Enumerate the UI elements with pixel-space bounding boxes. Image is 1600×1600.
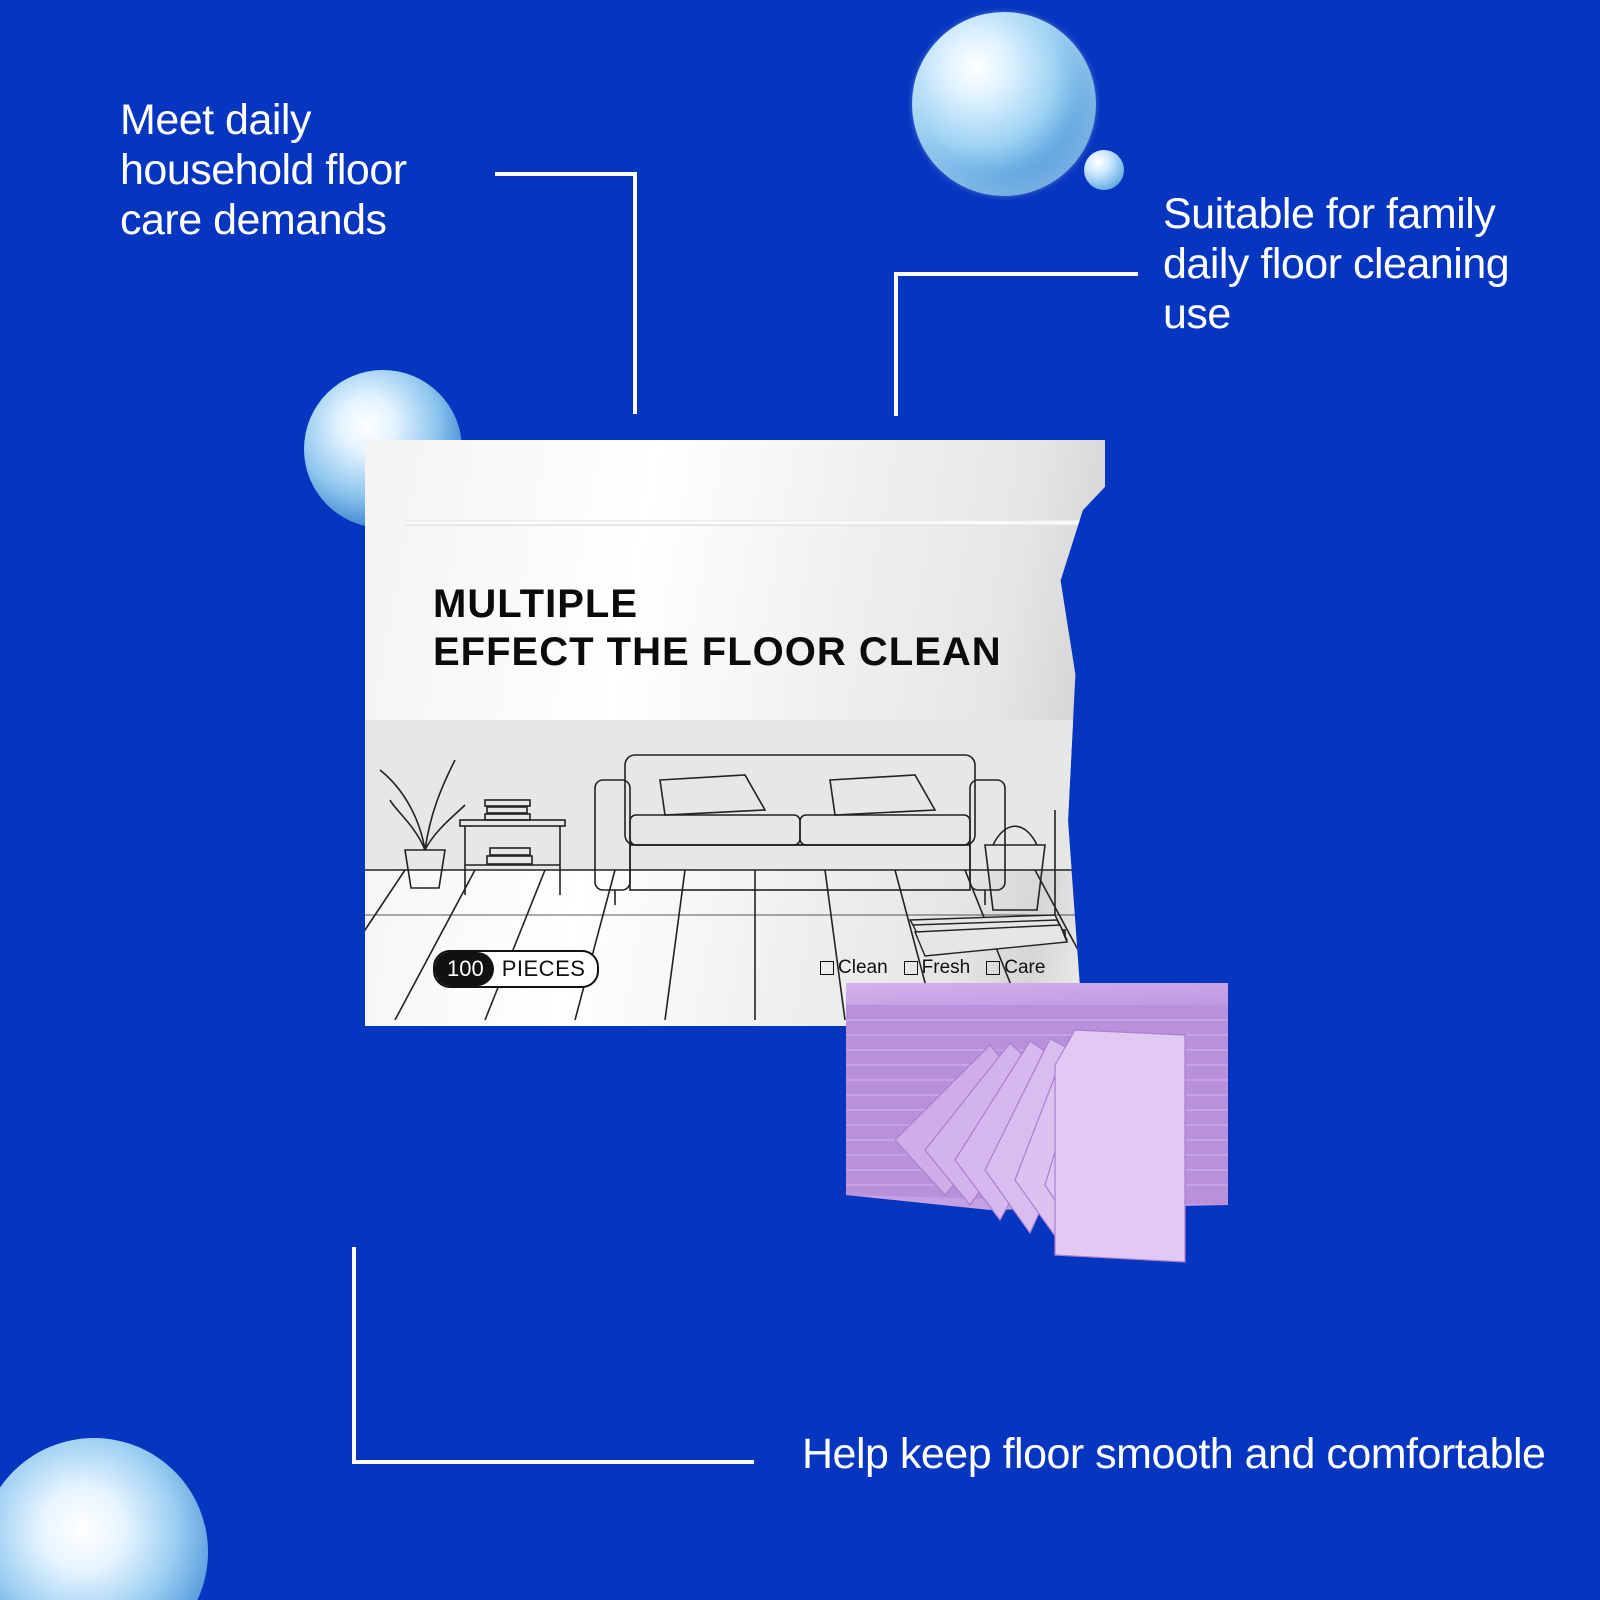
pieces-count-badge: 100 PIECES xyxy=(433,950,600,988)
water-bubble-icon xyxy=(912,12,1096,196)
checkbox-icon xyxy=(903,961,918,975)
check-label-care: Care xyxy=(1004,957,1046,978)
water-bubble-bottom-icon xyxy=(0,1438,208,1600)
leader-line-top-right-h xyxy=(894,272,1138,276)
check-label-clean: Clean xyxy=(838,957,888,978)
package-zipper xyxy=(405,520,1085,526)
check-label-fresh: Fresh xyxy=(921,957,971,978)
checkbox-icon xyxy=(820,961,834,975)
callout-text-top-right: Suitable for family daily floor cleaning… xyxy=(1163,190,1510,338)
pieces-unit: PIECES xyxy=(501,956,586,981)
purple-cleaning-sheets xyxy=(846,983,1228,1263)
leader-line-top-right-v xyxy=(894,272,898,416)
plant-illustration xyxy=(379,759,466,889)
package-title-line2: EFFECT THE FLOOR CLEAN xyxy=(433,630,1002,674)
pieces-count: 100 xyxy=(435,952,494,986)
callout-text-top-left: Meet daily household floor care demands xyxy=(120,96,407,244)
leader-line-top-left-v xyxy=(633,172,637,414)
leader-line-bottom-v xyxy=(352,1247,356,1464)
package-title-line1: MULTIPLE xyxy=(433,582,639,626)
feature-checklist: Clean Fresh Care xyxy=(820,957,1045,979)
check-item-care: Care xyxy=(986,957,1045,979)
callout-text-bottom: Help keep floor smooth and comfortable xyxy=(802,1430,1546,1478)
checkbox-icon xyxy=(986,961,1001,975)
water-bubble-small-icon xyxy=(1084,150,1124,190)
check-item-clean: Clean xyxy=(820,957,888,979)
living-room-illustration xyxy=(365,754,1105,1020)
leader-line-bottom-h xyxy=(352,1460,754,1464)
sofa-illustration xyxy=(594,754,1006,905)
product-package: MULTIPLE EFFECT THE FLOOR CLEAN xyxy=(365,440,1105,1026)
leader-line-top-left-h xyxy=(495,172,637,176)
check-item-fresh: Fresh xyxy=(903,957,971,979)
